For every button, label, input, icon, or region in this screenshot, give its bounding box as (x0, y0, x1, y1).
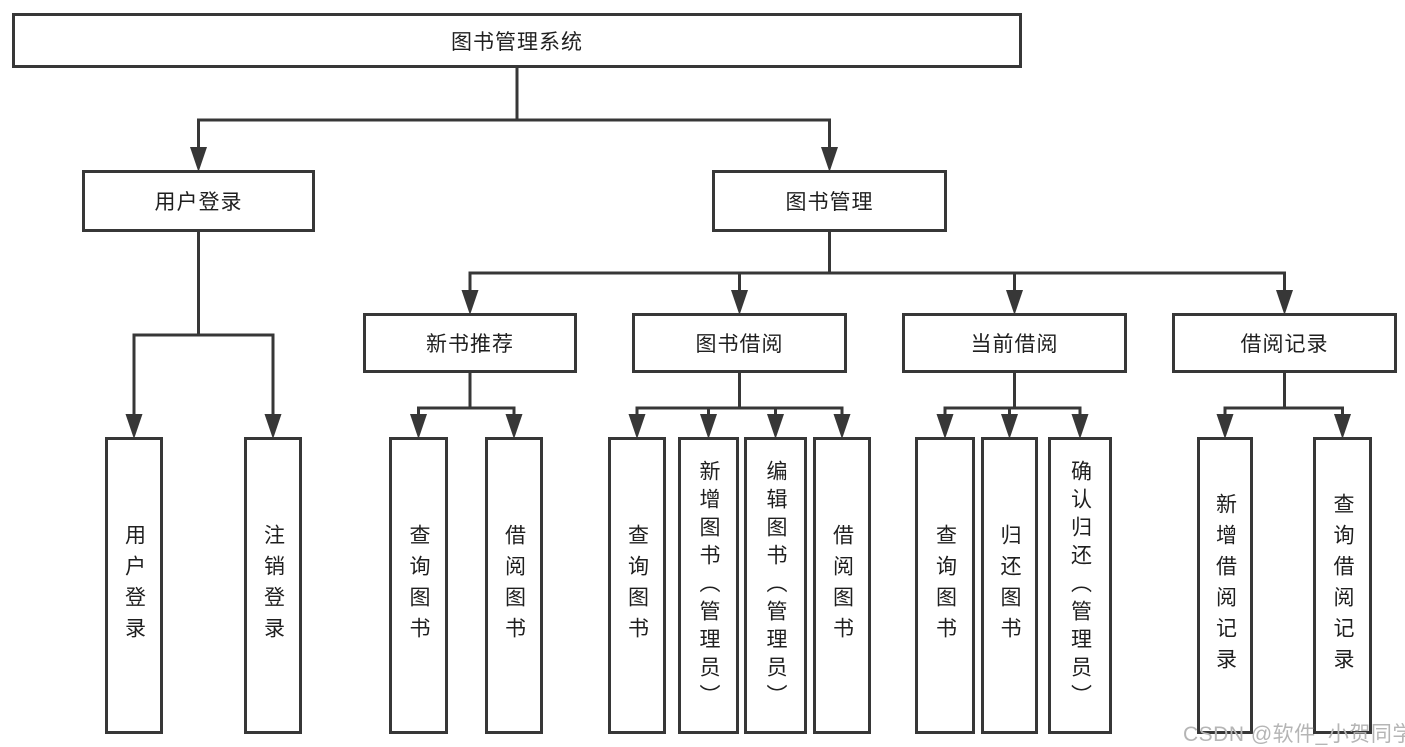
node-label: 查询图书 (933, 523, 957, 648)
node-label: 查询图书 (625, 523, 649, 648)
connector-records (1216, 372, 1351, 439)
node-leaf-cb-confirm: 确认归还（管理员） (1048, 437, 1112, 734)
connector-login (125, 231, 282, 439)
node-label: 当前借阅 (970, 333, 1059, 356)
node-label: 图书管理 (785, 191, 874, 214)
node-label: 图书管理系统 (451, 30, 583, 54)
node-leaf-bb-edit: 编辑图书（管理员） (744, 437, 807, 734)
node-label: 确认归还（管理员） (1068, 459, 1092, 712)
node-leaf-nr-query: 查询图书 (389, 437, 448, 734)
connector-borrow (628, 372, 851, 439)
node-label: 归还图书 (998, 523, 1021, 648)
node-leaf-logout: 注销登录 (244, 437, 302, 734)
node-leaf-br-add: 新增借阅记录 (1197, 437, 1253, 734)
node-records: 借阅记录 (1172, 313, 1397, 373)
node-label: 借阅图书 (502, 523, 526, 648)
node-label: 借阅图书 (830, 523, 854, 648)
node-label: 查询借阅记录 (1331, 492, 1354, 679)
node-label: 借阅记录 (1240, 333, 1329, 356)
node-leaf-br-query: 查询借阅记录 (1313, 437, 1372, 734)
watermark: CSDN @软件_小贺同学 (1183, 723, 1405, 746)
node-login: 用户登录 (82, 170, 315, 232)
node-label: 用户登录 (154, 191, 243, 214)
connector-newrec (410, 372, 523, 439)
node-label: 查询图书 (407, 523, 430, 648)
node-label: 注销登录 (261, 523, 285, 648)
node-label: 图书借阅 (695, 333, 784, 356)
node-label: 新书推荐 (426, 333, 514, 356)
node-label: 用户登录 (122, 523, 146, 648)
node-root: 图书管理系统 (12, 13, 1022, 68)
node-leaf-nr-borrow: 借阅图书 (485, 437, 543, 734)
node-mgmt: 图书管理 (712, 170, 947, 232)
connector-root (190, 67, 838, 172)
connector-mgmt (461, 231, 1293, 315)
node-leaf-login: 用户登录 (105, 437, 163, 734)
node-newrec: 新书推荐 (363, 313, 577, 373)
node-current: 当前借阅 (902, 313, 1127, 373)
node-leaf-bb-borrow: 借阅图书 (813, 437, 871, 734)
connector-current (936, 372, 1089, 439)
node-leaf-bb-add: 新增图书（管理员） (678, 437, 739, 734)
node-label: 新增借阅记录 (1213, 492, 1237, 679)
node-borrow: 图书借阅 (632, 313, 847, 373)
node-leaf-cb-query: 查询图书 (915, 437, 975, 734)
node-leaf-bb-query: 查询图书 (608, 437, 666, 734)
node-leaf-cb-return: 归还图书 (981, 437, 1038, 734)
node-label: 新增图书（管理员） (697, 459, 720, 712)
node-label: 编辑图书（管理员） (764, 459, 787, 712)
